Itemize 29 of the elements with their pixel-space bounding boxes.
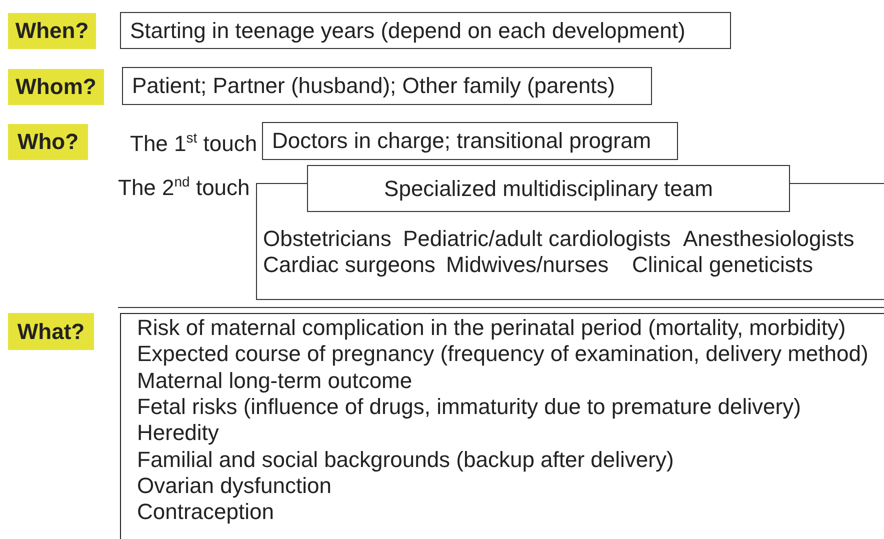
specialist-text: Obstetricians xyxy=(263,226,392,252)
topic-item-text: Familial and social backgrounds (backup after delivery) xyxy=(137,446,674,472)
specialist-text: Midwives/nurses xyxy=(446,252,609,278)
touch-label: The 2$^{nd}$ touch xyxy=(118,175,250,201)
topic-item-text: Contraception xyxy=(137,499,274,526)
statement-box xyxy=(122,67,652,105)
question-tag: What? xyxy=(8,313,94,350)
topic-item-text: Expected course of pregnancy (frequency of examination, delivery method) xyxy=(137,341,868,368)
specialist-text: Cardiac surgeons xyxy=(263,252,436,278)
question-tag: Whom? xyxy=(8,69,104,105)
question-tag: Who? xyxy=(8,124,88,160)
topic-item-text: Risk of maternal complication in the perinatal period (mortality, morbidity) xyxy=(137,315,846,341)
statement-box xyxy=(262,122,678,160)
touch-label: The 1$^{st}$ touch xyxy=(130,131,258,157)
topic-item-text: Heredity xyxy=(137,420,219,446)
question-tag: When? xyxy=(8,13,96,49)
statement-text: Patient; Partner (husband); Other family (parents) xyxy=(131,73,615,99)
topic-item-text: Fetal risks (influence of drugs, immaturity due to premature delivery) xyxy=(137,394,801,420)
statement-box xyxy=(307,165,790,212)
specialist-text: Clinical geneticists xyxy=(632,252,813,278)
topic-item-text: Ovarian dysfunction xyxy=(137,472,332,499)
statement-text: Specialized multidisciplinary team xyxy=(383,176,714,202)
topic-item-text: Maternal long-term outcome xyxy=(137,368,412,394)
specialist-text: Anesthesiologists xyxy=(683,226,854,252)
statement-text: Starting in teenage years (depend on each development) xyxy=(129,18,686,44)
topic-list-box xyxy=(120,313,884,539)
specialist-text: Pediatric/adult cardiologists xyxy=(403,226,671,252)
statement-box xyxy=(120,12,731,49)
statement-text: Doctors in charge; transitional program xyxy=(271,128,652,154)
